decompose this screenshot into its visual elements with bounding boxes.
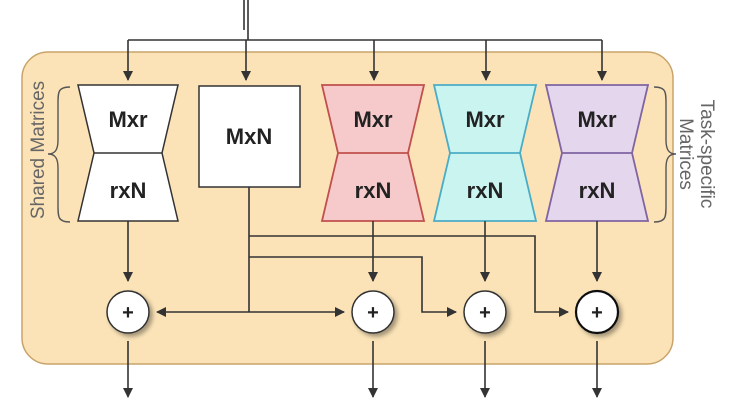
adder-4-symbol: +	[591, 302, 603, 324]
adder-1-symbol: +	[122, 302, 134, 324]
shared-brace	[47, 86, 71, 223]
adder-2-symbol: +	[367, 302, 379, 324]
adder-3: +	[463, 290, 507, 334]
task-cyan-block: Mxr rxN	[432, 84, 538, 222]
task-red-block: Mxr rxN	[320, 84, 426, 222]
full-matrix-label: MxN	[226, 124, 272, 149]
purple-mxr-label: Mxr	[577, 107, 617, 132]
matrices-label: Matrices	[675, 118, 696, 190]
internal-wires	[123, 187, 602, 398]
adder-1: +	[106, 290, 150, 334]
shared-lowrank-block: Mxr rxN	[77, 84, 179, 222]
shared-matrices-label: Shared Matrices	[28, 81, 49, 219]
task-purple-block: Mxr rxN	[544, 84, 650, 222]
adder-2: +	[351, 290, 395, 334]
full-matrix-block: MxN	[198, 85, 301, 188]
purple-rxn-label: rxN	[579, 178, 616, 203]
adder-3-symbol: +	[479, 302, 491, 324]
cyan-mxr-label: Mxr	[465, 107, 505, 132]
input-wires	[123, 0, 607, 81]
shared-mxr-label: Mxr	[108, 107, 148, 132]
adder-4: +	[574, 289, 620, 335]
task-brace	[653, 86, 677, 223]
shared-rxn-label: rxN	[110, 178, 147, 203]
red-rxn-label: rxN	[355, 178, 392, 203]
cyan-rxn-label: rxN	[467, 178, 504, 203]
task-specific-label: Task-specific	[696, 100, 717, 209]
red-mxr-label: Mxr	[353, 107, 393, 132]
